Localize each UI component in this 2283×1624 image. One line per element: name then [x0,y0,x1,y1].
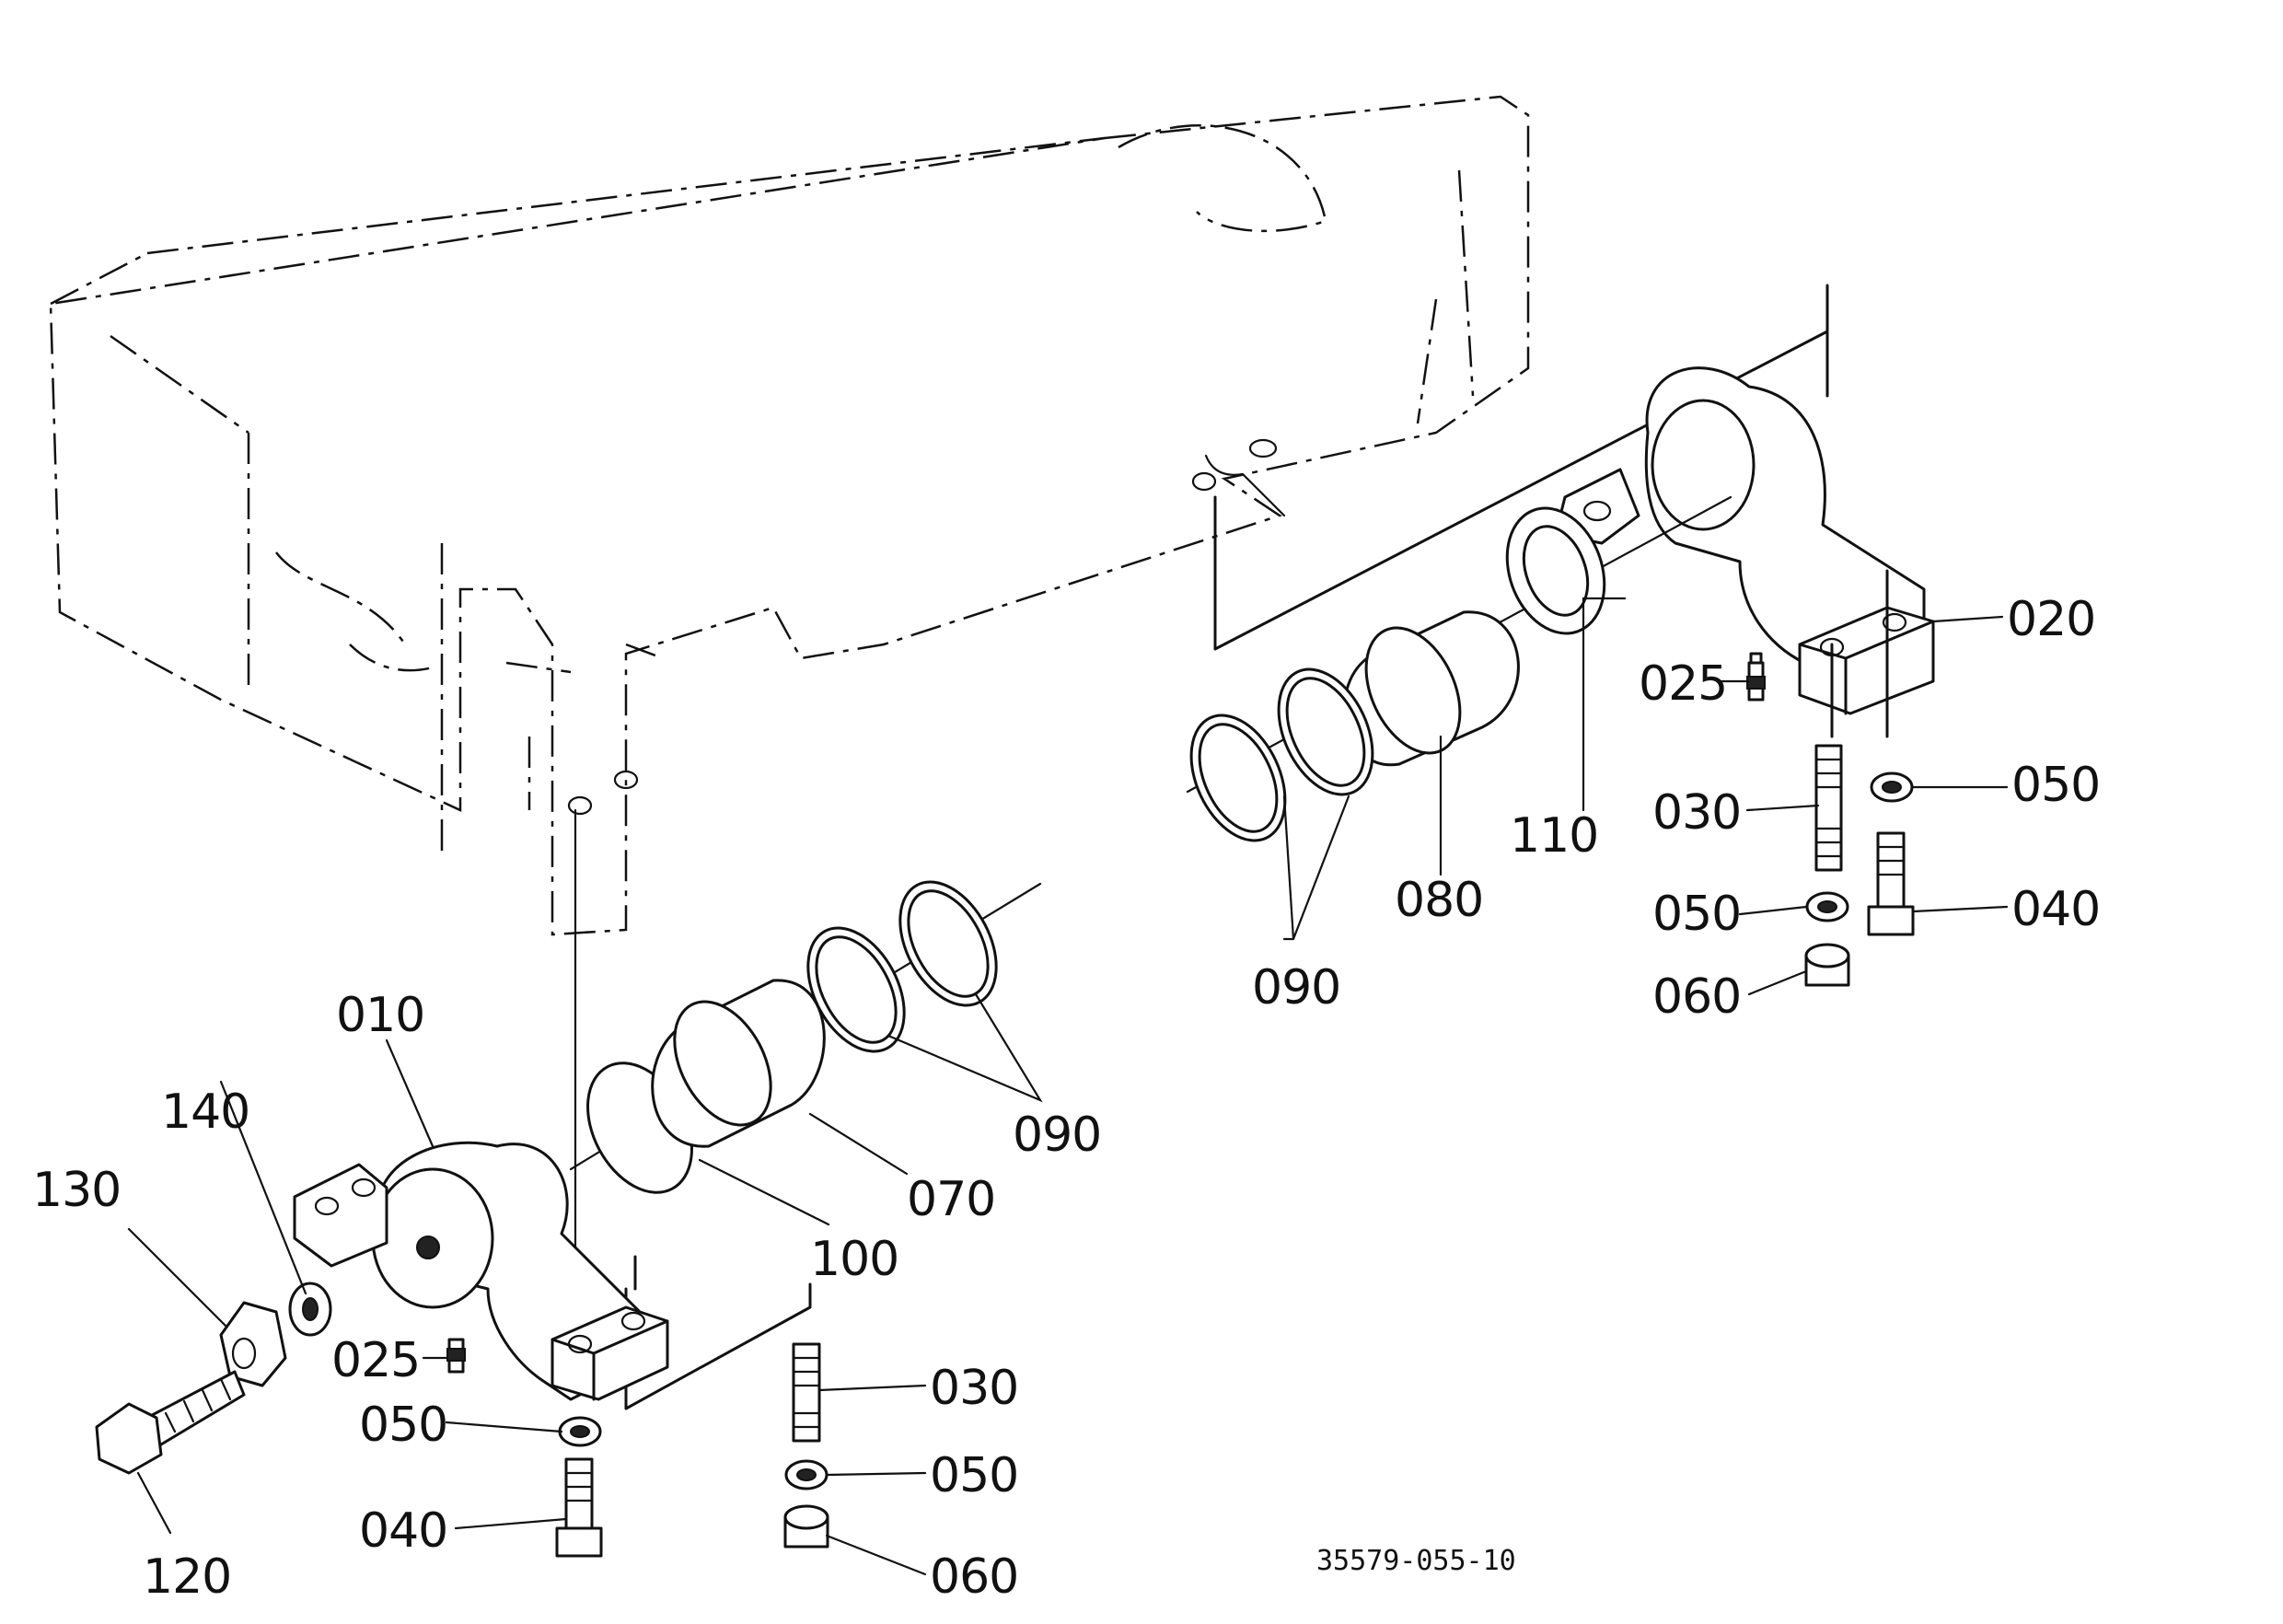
label-050-right-top: 050 [2011,758,2100,813]
bolt-120 [95,1370,246,1475]
seal-pair-090-left [806,880,998,1053]
label-050-right-mid: 050 [1652,887,1741,942]
label-040-left: 040 [359,1503,447,1559]
label-060-left: 060 [930,1549,1018,1605]
nut-060-left [783,1504,829,1549]
bolt-040-right [1867,831,1915,936]
right-bracket-assembly [1186,284,1935,987]
axle-frame-outline [49,95,1530,936]
label-050-left-b: 050 [930,1448,1018,1503]
left-bracket-assembly [95,808,1042,1558]
nut-060-right [1804,943,1850,987]
label-025-right: 025 [1639,656,1727,712]
stud-030-left [792,1342,821,1443]
label-040-right: 040 [2011,882,2100,937]
label-050-left-a: 050 [359,1398,447,1453]
bolt-040-left [555,1457,603,1558]
thrust-washer-110 [1505,506,1606,635]
label-070: 070 [907,1172,995,1227]
grease-nipple-025-right [1746,652,1766,702]
stud-030-right [1814,744,1843,872]
leader-lines [127,597,2009,1576]
washer-140 [288,1282,332,1337]
label-025-left: 025 [331,1333,420,1388]
label-130: 130 [32,1163,121,1218]
washer-050-right-top [1870,771,1914,803]
grease-nipple-025-left [446,1338,466,1374]
label-090-right: 090 [1252,960,1340,1015]
label-060-right: 060 [1652,969,1741,1025]
part-labels: 020 025 030 050 050 040 060 110 080 090 … [32,592,2101,1605]
drawing-reference-code: 35579-055-10 [1316,1545,1516,1577]
label-010: 010 [336,988,424,1043]
label-090-left: 090 [1013,1108,1101,1163]
label-110: 110 [1510,808,1598,864]
label-030-left: 030 [930,1361,1018,1416]
label-080: 080 [1395,873,1483,928]
label-120: 120 [143,1549,231,1605]
washer-050-left-b [784,1459,829,1491]
washer-050-right-mid [1805,891,1849,922]
seal-pair-090-right [1189,667,1374,842]
label-030-right: 030 [1652,785,1741,841]
label-020: 020 [2007,592,2095,647]
bushing-070 [651,979,826,1148]
washer-050-left-a [558,1416,602,1447]
label-140: 140 [161,1085,249,1140]
label-100: 100 [810,1232,898,1287]
